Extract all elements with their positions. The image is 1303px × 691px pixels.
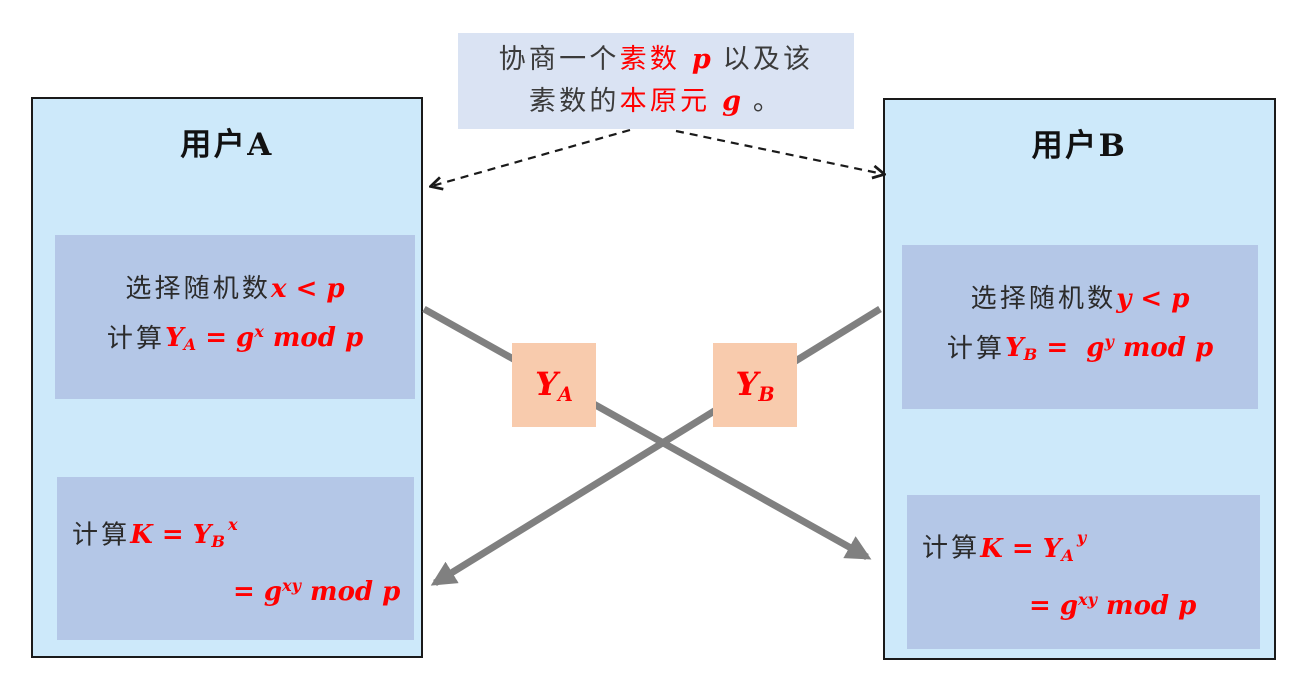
user-b-step2-line1: 计算K = YAy — [922, 528, 1087, 565]
note-text: 。 — [741, 86, 784, 117]
dashed-arrow-to-user-b — [675, 129, 883, 174]
user-a-step2-line1: 计算K = YBx — [72, 514, 238, 552]
note-line-2: 素数的本原元 g 。 — [529, 81, 783, 123]
user-b-step1-line1: 选择随机数y < p — [970, 283, 1190, 314]
ya-label: YA — [535, 364, 573, 406]
note-text: 协商一个 — [498, 44, 620, 75]
user-a-panel: 用户A 选择随机数x < p 计算YA = gx mod p 计算K = YBx… — [31, 97, 423, 658]
user-a-step1-box: 选择随机数x < p 计算YA = gx mod p — [55, 235, 415, 399]
user-b-panel: 用户B 选择随机数y < p 计算YB = gy mod p 计算K = YAy… — [883, 98, 1276, 660]
user-b-step1-line2: 计算YB = gy mod p — [946, 332, 1214, 365]
note-highlight-prime: 素数 — [619, 44, 692, 75]
user-a-step2-box: 计算K = YBx = gxy mod p — [57, 477, 414, 640]
var-p: p — [691, 44, 711, 75]
user-b-step2-line2: = gxy mod p — [1029, 589, 1197, 621]
dashed-arrow-to-user-a — [432, 128, 631, 186]
yb-label: YB — [735, 364, 775, 406]
note-highlight-generator: 本原元 — [619, 86, 723, 117]
user-a-step1-line2: 计算YA = gx mod p — [106, 322, 364, 355]
user-a-step2-line2: = gxy mod p — [233, 576, 401, 608]
note-text: 以及该 — [710, 44, 814, 75]
user-a-title: 用户A — [180, 127, 274, 163]
var-g: g — [722, 86, 742, 117]
user-b-step1-box: 选择随机数y < p 计算YB = gy mod p — [902, 245, 1258, 409]
negotiation-note: 协商一个素数 p 以及该 素数的本原元 g 。 — [458, 33, 854, 129]
arrow-ya-a-to-b — [422, 305, 872, 561]
user-a-step1-line1: 选择随机数x < p — [125, 273, 345, 304]
note-text: 素数的 — [528, 86, 620, 117]
user-b-title: 用户B — [1031, 128, 1128, 164]
note-line-1: 协商一个素数 p 以及该 — [499, 39, 814, 81]
ya-message-box: YA — [512, 343, 596, 427]
user-b-step2-box: 计算K = YAy = gxy mod p — [907, 495, 1260, 649]
arrow-yb-b-to-a — [430, 306, 882, 586]
yb-message-box: YB — [713, 343, 797, 427]
